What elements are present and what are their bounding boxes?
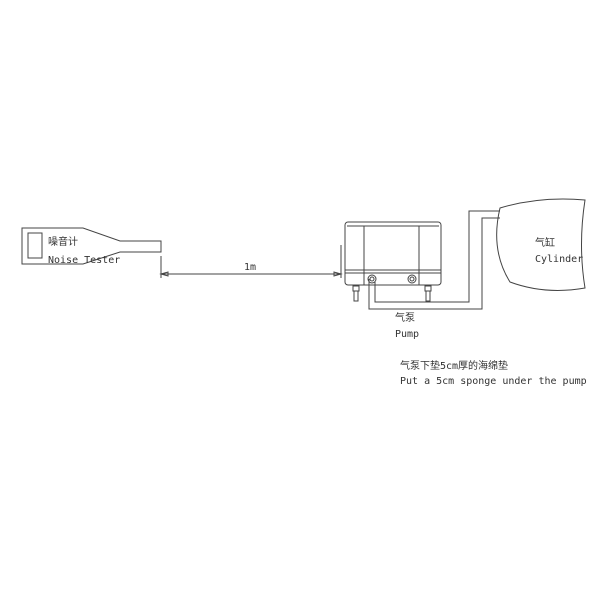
noise-tester-screen xyxy=(27,232,43,259)
noise-tester-label-cn: 噪音计 xyxy=(48,237,78,248)
arrow-left-icon xyxy=(159,271,169,277)
pump-label-en: Pump xyxy=(395,329,420,340)
noise-tester-label-en: Noise Tester xyxy=(48,255,121,266)
noise-tester-shape xyxy=(21,227,162,265)
pump-foot-left xyxy=(352,285,360,302)
cylinder-label-cn: 气缸 xyxy=(535,238,555,249)
arrow-right-icon xyxy=(333,271,343,277)
pump-shape xyxy=(344,221,442,302)
distance-dimension xyxy=(159,245,343,278)
cylinder-shape xyxy=(496,198,586,291)
distance-label: 1m xyxy=(244,262,257,273)
pump-label-cn: 气泵 xyxy=(395,313,415,324)
air-tube xyxy=(368,210,500,310)
note-cn: 气泵下垫5cm厚的海绵垫 xyxy=(400,361,509,372)
cylinder-label-en: Cylinder xyxy=(535,254,584,265)
note-en: Put a 5cm sponge under the pump xyxy=(400,376,587,387)
pump-foot-right xyxy=(424,285,432,302)
